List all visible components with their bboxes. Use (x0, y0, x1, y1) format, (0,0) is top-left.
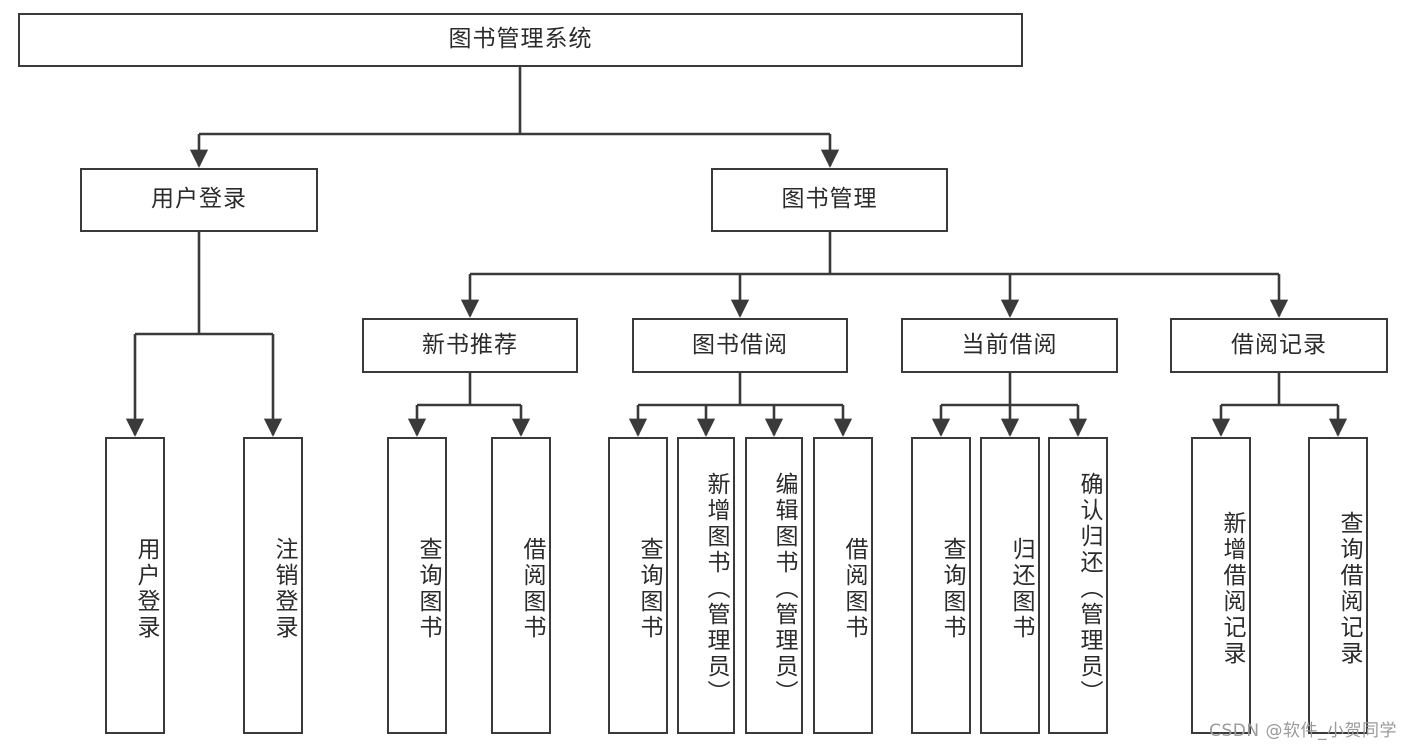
node-label: 确认归还（管理员） (1076, 471, 1102, 706)
leaf-book-borrow-add-book-admin[interactable]: 新增图书（管理员） (677, 437, 735, 734)
node-label: 新增借阅记录 (1219, 510, 1245, 667)
node-current-borrow[interactable]: 当前借阅 (901, 318, 1118, 373)
node-label: 归还图书 (1008, 536, 1034, 641)
leaf-borrow-record-query-record[interactable]: 查询借阅记录 (1308, 437, 1368, 734)
node-label: 新增图书（管理员） (703, 471, 729, 706)
leaf-current-borrow-return-book[interactable]: 归还图书 (980, 437, 1040, 734)
node-label: 查询图书 (939, 536, 965, 641)
node-root-book-management-system[interactable]: 图书管理系统 (18, 13, 1023, 67)
node-label: 图书管理系统 (448, 26, 593, 53)
node-label: 图书管理 (781, 186, 878, 213)
leaf-current-borrow-confirm-return-admin[interactable]: 确认归还（管理员） (1048, 437, 1108, 734)
node-label: 当前借阅 (961, 331, 1058, 358)
leaf-current-borrow-query-book[interactable]: 查询图书 (911, 437, 971, 734)
leaf-book-borrow-borrow-book[interactable]: 借阅图书 (813, 437, 873, 734)
leaf-book-borrow-query-book[interactable]: 查询图书 (608, 437, 668, 734)
node-label: 用户登录 (151, 186, 247, 213)
node-book-management[interactable]: 图书管理 (711, 168, 948, 232)
node-label: 新书推荐 (422, 331, 518, 358)
node-label: 图书借阅 (692, 331, 788, 358)
node-borrow-record[interactable]: 借阅记录 (1170, 318, 1388, 373)
node-label: 编辑图书（管理员） (771, 471, 797, 706)
node-label: 查询图书 (636, 536, 662, 641)
node-label: 用户登录 (133, 536, 159, 641)
leaf-new-book-borrow-book[interactable]: 借阅图书 (491, 437, 551, 734)
node-label: 借阅记录 (1231, 331, 1327, 358)
leaf-book-borrow-edit-book-admin[interactable]: 编辑图书（管理员） (745, 437, 803, 734)
leaf-new-book-query-book[interactable]: 查询图书 (387, 437, 447, 734)
leaf-user-login-logout[interactable]: 注销登录 (243, 437, 303, 734)
node-label: 查询图书 (415, 536, 441, 641)
node-label: 查询借阅记录 (1336, 510, 1362, 667)
leaf-user-login-login[interactable]: 用户登录 (105, 437, 165, 734)
node-label: 借阅图书 (841, 536, 867, 641)
node-user-login[interactable]: 用户登录 (80, 168, 318, 232)
node-label: 借阅图书 (519, 536, 545, 641)
csdn-watermark: CSDN @软件_小贺同学 (1209, 721, 1397, 741)
node-book-borrow[interactable]: 图书借阅 (632, 318, 848, 373)
node-new-book-recommend[interactable]: 新书推荐 (362, 318, 578, 373)
node-label: 注销登录 (271, 536, 297, 641)
leaf-borrow-record-add-record[interactable]: 新增借阅记录 (1191, 437, 1251, 734)
